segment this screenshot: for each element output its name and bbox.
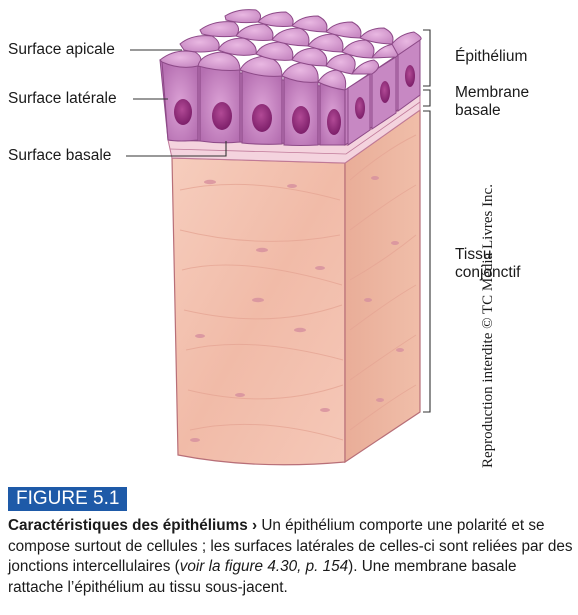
epithelium-illustration: [126, 9, 431, 466]
figure-caption: Caractéristiques des épithéliums › Un ép…: [8, 516, 573, 598]
caption-title: Caractéristiques des épithéliums: [8, 517, 248, 534]
caption-text-end: ). Une membrane basale rattache l’épithé…: [8, 558, 517, 596]
brackets: [423, 29, 431, 413]
caption-arrow: ›: [252, 517, 258, 534]
label-membrane-basale-line1: Membrane: [455, 84, 530, 101]
copyright-notice: Reproduction interdite © TC Média Livres…: [480, 184, 496, 468]
leader-lines: [126, 49, 227, 157]
label-surface-apicale: Surface apicale: [8, 41, 115, 58]
figure-badge: FIGURE 5.1: [8, 487, 128, 511]
caption-text-start: Un épithélium comporte une polarité et s…: [8, 517, 573, 575]
connective-tissue-block: [171, 108, 421, 466]
label-surface-laterale: Surface latérale: [8, 90, 117, 107]
epithelial-cell-layer: [159, 9, 422, 147]
caption-figure-reference: voir la figure 4.30, p. 154: [179, 558, 349, 575]
label-surface-basale: Surface basale: [8, 147, 112, 164]
label-epithelium: Épithélium: [455, 48, 528, 65]
label-tissu-conjonctif-line2: conjonctif: [455, 264, 521, 281]
label-tissu-conjonctif-line1: Tissu: [455, 246, 492, 263]
label-membrane-basale-line2: basale: [455, 102, 501, 119]
